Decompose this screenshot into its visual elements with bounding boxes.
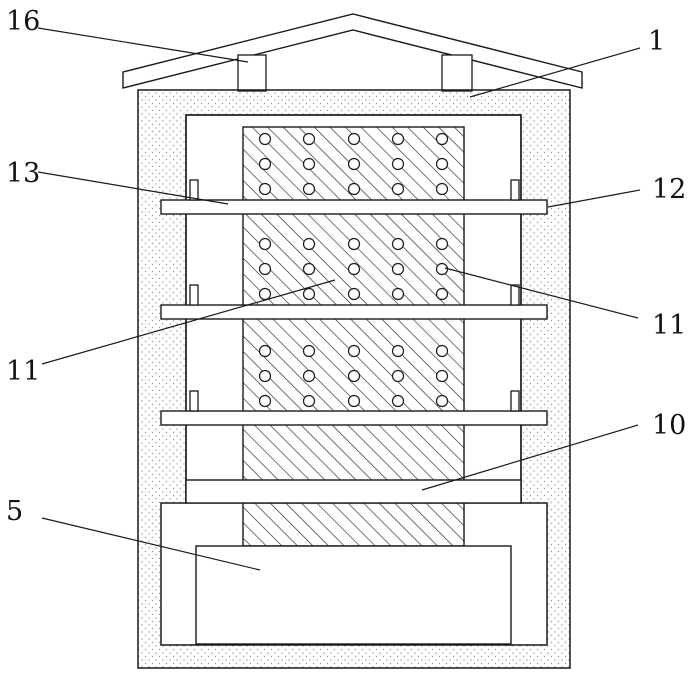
perforation-hole [260, 396, 271, 407]
perforation-hole [304, 134, 315, 145]
perforation-hole [304, 346, 315, 357]
perforation-hole [304, 264, 315, 275]
perforation-hole [437, 184, 448, 195]
perforation-hole [393, 289, 404, 300]
leader-16 [38, 28, 248, 62]
perforation-hole [437, 371, 448, 382]
shelf-1-left-tab [190, 180, 198, 200]
label-5: 5 [6, 496, 23, 527]
perforation-hole [260, 159, 271, 170]
perforation-hole [393, 134, 404, 145]
perforation-hole [393, 264, 404, 275]
perforation-hole [349, 134, 360, 145]
perforation-hole [304, 289, 315, 300]
perforation-hole [349, 239, 360, 250]
perforation-hole [260, 264, 271, 275]
perforation-hole [260, 289, 271, 300]
shelf-3-right-tab [511, 391, 519, 411]
perforation-hole [260, 134, 271, 145]
perforation-hole [393, 346, 404, 357]
perforation-hole [393, 239, 404, 250]
perforation-hole [349, 264, 360, 275]
perforation-hole [393, 396, 404, 407]
label-10: 10 [652, 410, 686, 441]
roof-support-right [442, 55, 472, 91]
perforation-hole [437, 134, 448, 145]
perforation-hole [393, 184, 404, 195]
perforation-hole [437, 396, 448, 407]
label-12: 12 [652, 174, 686, 205]
perforation-hole [393, 371, 404, 382]
perforation-hole [304, 371, 315, 382]
shelf-1-right-tab [511, 180, 519, 200]
shelf-2-right-tab [511, 285, 519, 305]
perforation-hole [304, 159, 315, 170]
perforation-hole [437, 346, 448, 357]
perforation-hole [349, 396, 360, 407]
perforation-hole [437, 264, 448, 275]
perforation-hole [260, 346, 271, 357]
label-16: 16 [6, 6, 40, 37]
perforation-hole [260, 239, 271, 250]
perforation-hole [393, 159, 404, 170]
leader-13 [38, 172, 228, 204]
shelf-3-left-tab [190, 391, 198, 411]
perforation-hole [349, 184, 360, 195]
perforation-hole [437, 289, 448, 300]
perforation-hole [304, 239, 315, 250]
label-11-right: 11 [652, 310, 686, 341]
perforation-hole [304, 396, 315, 407]
perforation-hole [349, 289, 360, 300]
support-plate [186, 480, 521, 503]
roof-support-left [238, 55, 266, 91]
perforation-hole [437, 239, 448, 250]
perforation-hole [349, 159, 360, 170]
perforation-hole [260, 371, 271, 382]
base-box [196, 546, 511, 644]
perforation-hole [437, 159, 448, 170]
perforation-hole [304, 184, 315, 195]
perforation-hole [349, 346, 360, 357]
perforation-hole [260, 184, 271, 195]
label-11-left: 11 [6, 356, 40, 387]
label-13: 13 [6, 158, 40, 189]
label-1: 1 [648, 26, 665, 57]
shelf-2-left-tab [190, 285, 198, 305]
perforation-hole [349, 371, 360, 382]
